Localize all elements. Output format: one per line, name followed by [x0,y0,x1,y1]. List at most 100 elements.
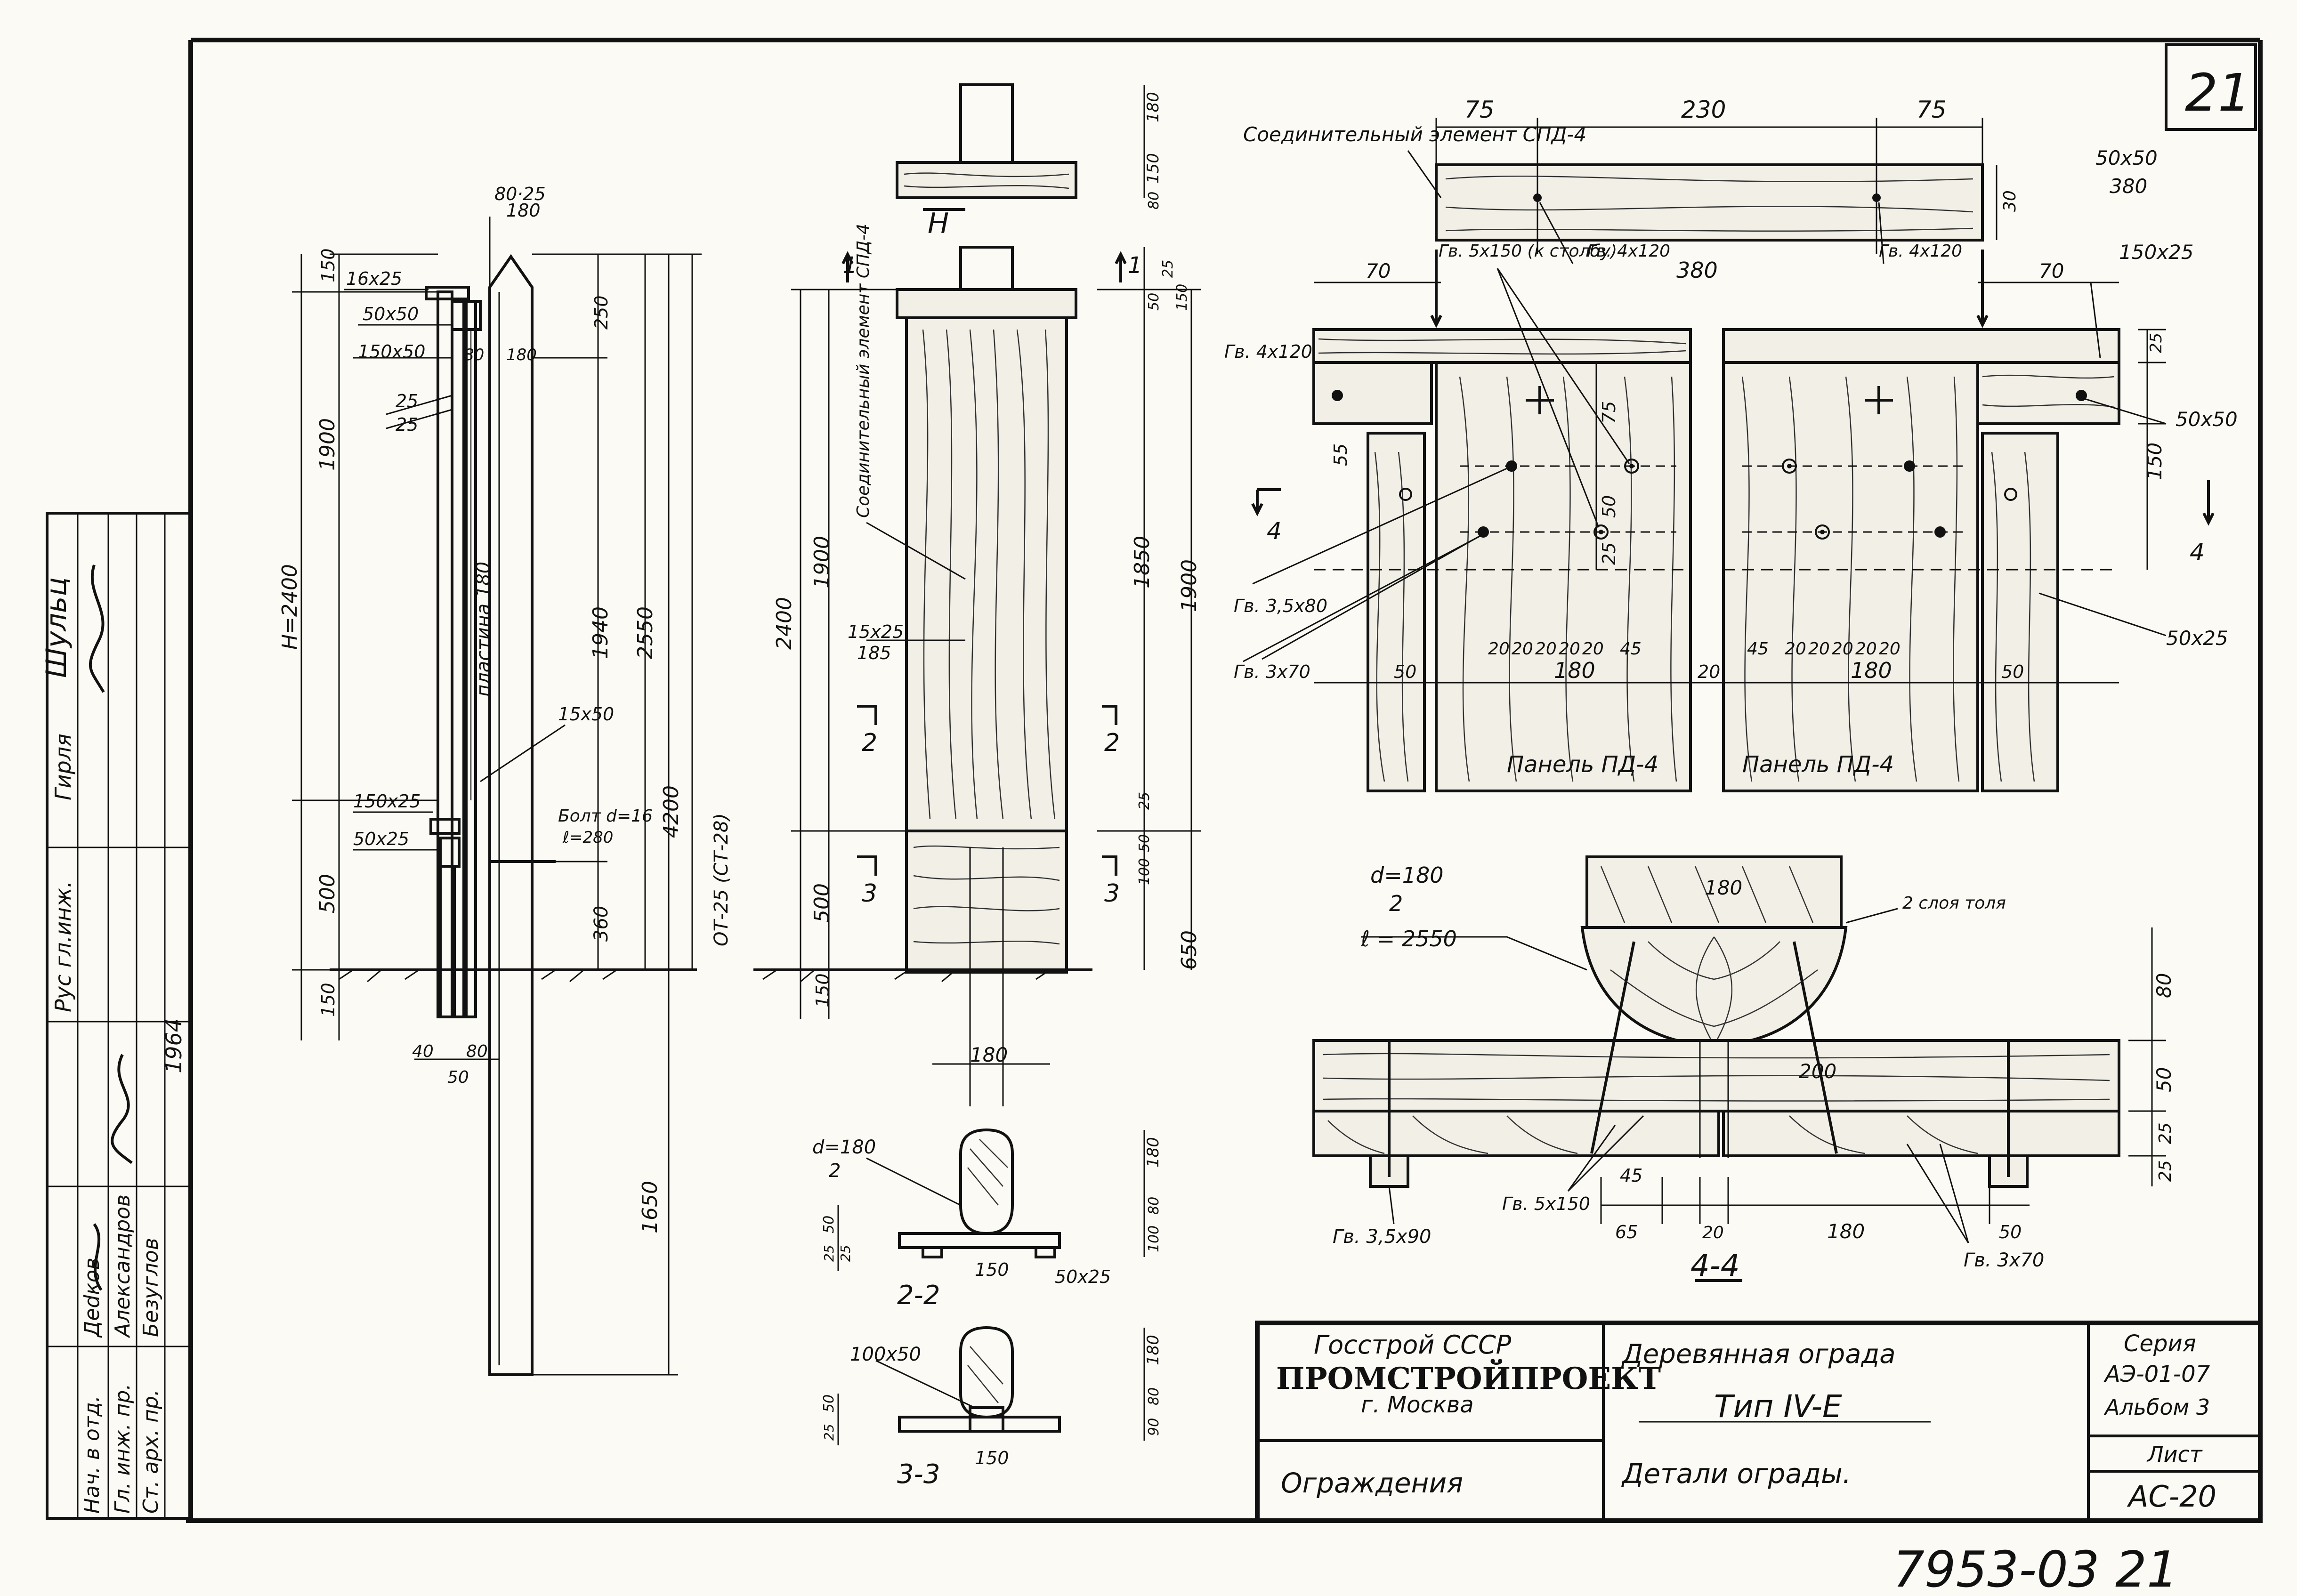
panel-dim-380r: 380 [2110,175,2147,198]
side-dim-150-top: 150 [318,248,339,282]
panel-bdim-l-5: 20 [1582,639,1604,659]
section-3-3 [837,1326,1145,1445]
side-dim-4200: 4200 [659,785,683,838]
panel-label-50x25: 50х25 [2166,627,2228,650]
front-dim-25a: 25 [1160,260,1176,278]
view-panel [1243,118,2215,792]
s44-mark: 4-4 [1690,1249,1740,1283]
side-dim-1650: 1650 [638,1181,662,1233]
s22-150: 150 [975,1259,1009,1280]
side-dim-1940: 1940 [589,606,613,659]
front-dim-50b: 50 [1136,834,1153,852]
signature-role-2: Гл. инж. пр. [111,1384,135,1514]
s22-180: 180 [1144,1137,1163,1168]
s22-50: 50 [821,1216,837,1233]
view-front-elevation [753,83,1201,1106]
front-dim-2400: 2400 [772,597,796,650]
s33-25: 25 [821,1424,837,1441]
panel-dim-25: 25 [1599,542,1619,565]
panel-section-mark-left: 4 [1267,517,1282,545]
panel-bdim-r-4: 20 [1832,639,1853,659]
side-label-25a: 25 [396,391,418,411]
panel-label-gv3x70: Гв. 3х70 [1234,661,1310,682]
tb-org-line3: г. Москва [1361,1392,1474,1418]
panel-dim-50: 50 [1599,495,1619,518]
side-dim-250: 250 [591,295,612,330]
s44-dim-25a: 25 [2156,1122,2175,1144]
view-side-elevation [292,217,702,1376]
panel-bdim-r-3: 20 [1808,639,1830,659]
panel-label-gv3-5x80: Гв. 3,5х80 [1234,596,1327,616]
side-label-80: 80 [464,346,484,364]
front-dim-1900r: 1900 [1177,559,1201,612]
front-mark-3-right: 3 [1104,879,1120,908]
s44-bdim-65: 65 [1615,1222,1638,1242]
s44-gv3-5x90: Гв. 3,5х90 [1333,1226,1431,1248]
tb-section: Ограждения [1281,1467,1463,1499]
signature-name-3: Безуглов [139,1238,163,1337]
signature-year: 1964 [161,1018,186,1073]
s44-180: 180 [1705,876,1742,899]
s44-gv5x150: Гв. 5х150 [1502,1193,1590,1214]
panel-label-gv4x120-c: Гв. 4х120 [1224,341,1312,362]
s33-180: 180 [1144,1335,1163,1365]
tb-series-label: Серия [2124,1330,2196,1357]
panel-dim-150x25: 150х25 [2119,241,2193,264]
panel-top-dim-75a: 75 [1464,96,1495,123]
s44-200: 200 [1799,1060,1836,1083]
tb-album: Альбом 3 [2103,1394,2210,1420]
front-mark-2-right: 2 [1104,729,1120,757]
s33-mark: 3-3 [897,1459,940,1490]
front-dim-25b: 25 [1136,792,1153,810]
front-dim-100: 100 [1136,858,1153,885]
side-label-180: 180 [506,200,541,221]
tb-type: Тип IV-Е [1714,1388,1842,1425]
side-dim-500: 500 [315,874,340,913]
s22-2: 2 [829,1160,841,1182]
s33-50: 50 [821,1394,837,1412]
s33-90: 90 [1146,1418,1162,1436]
panel-section-mark-right: 4 [2190,539,2205,566]
panel-label-gv4x120-b: Гв. 4х120 [1879,242,1962,261]
panel-bdim-r-5: 20 [1855,639,1877,659]
side-label-150x50: 150х50 [358,341,425,362]
s22-d180: d=180 [812,1137,876,1158]
side-dim-50: 50 [447,1068,469,1087]
s44-gv3x70: Гв. 3х70 [1964,1249,2044,1271]
panel-dim-25r: 25 [2147,333,2166,353]
panel-bdim-l-2: 20 [1512,639,1533,659]
front-mark-3-left: 3 [862,879,877,908]
s44-bdim-20: 20 [1702,1223,1724,1242]
front-dim-1850: 1850 [1130,536,1154,588]
s44-2: 2 [1389,891,1403,916]
side-dim-H2400: Н=2400 [278,564,302,650]
panel-bdim-l-3: 20 [1535,639,1557,659]
s22-25b: 25 [838,1245,853,1262]
panel-bdim-r-8: 50 [2001,661,2024,682]
tb-subtitle: Детали ограды. [1621,1458,1851,1490]
panel-bdim-l-1: 20 [1488,639,1510,659]
front-dim-80: 80 [1146,192,1162,210]
front-mark-H: Н [928,207,949,240]
side-label-bolt: Болт d=16 [558,806,653,826]
front-dim-150-top: 150 [1144,153,1163,184]
signature-strip [46,512,192,1520]
s44-d180: d=180 [1370,862,1444,888]
panel-dim-30: 30 [2000,190,2020,212]
front-label-15x25: 15х25 [848,621,904,642]
front-dim-650: 650 [1177,930,1201,970]
side-label-180b: 180 [506,346,537,364]
s44-bdim-45: 45 [1620,1165,1642,1186]
s33-80: 80 [1146,1387,1162,1405]
sheet-number: 21 [2185,63,2251,123]
panel-dim-50x50: 50х50 [2095,146,2158,169]
panel-label-50x50: 50х50 [2176,408,2238,431]
front-label-180: 180 [970,1043,1008,1066]
panel-bdim-l-9: 20 [1698,661,1720,682]
s22-25a: 25 [821,1245,837,1262]
front-dim-500: 500 [810,883,834,923]
panel-dim-70-right: 70 [2039,259,2064,282]
panel-bdim-r-7: 180 [1851,658,1892,683]
side-label-150x25: 150х25 [353,791,421,812]
